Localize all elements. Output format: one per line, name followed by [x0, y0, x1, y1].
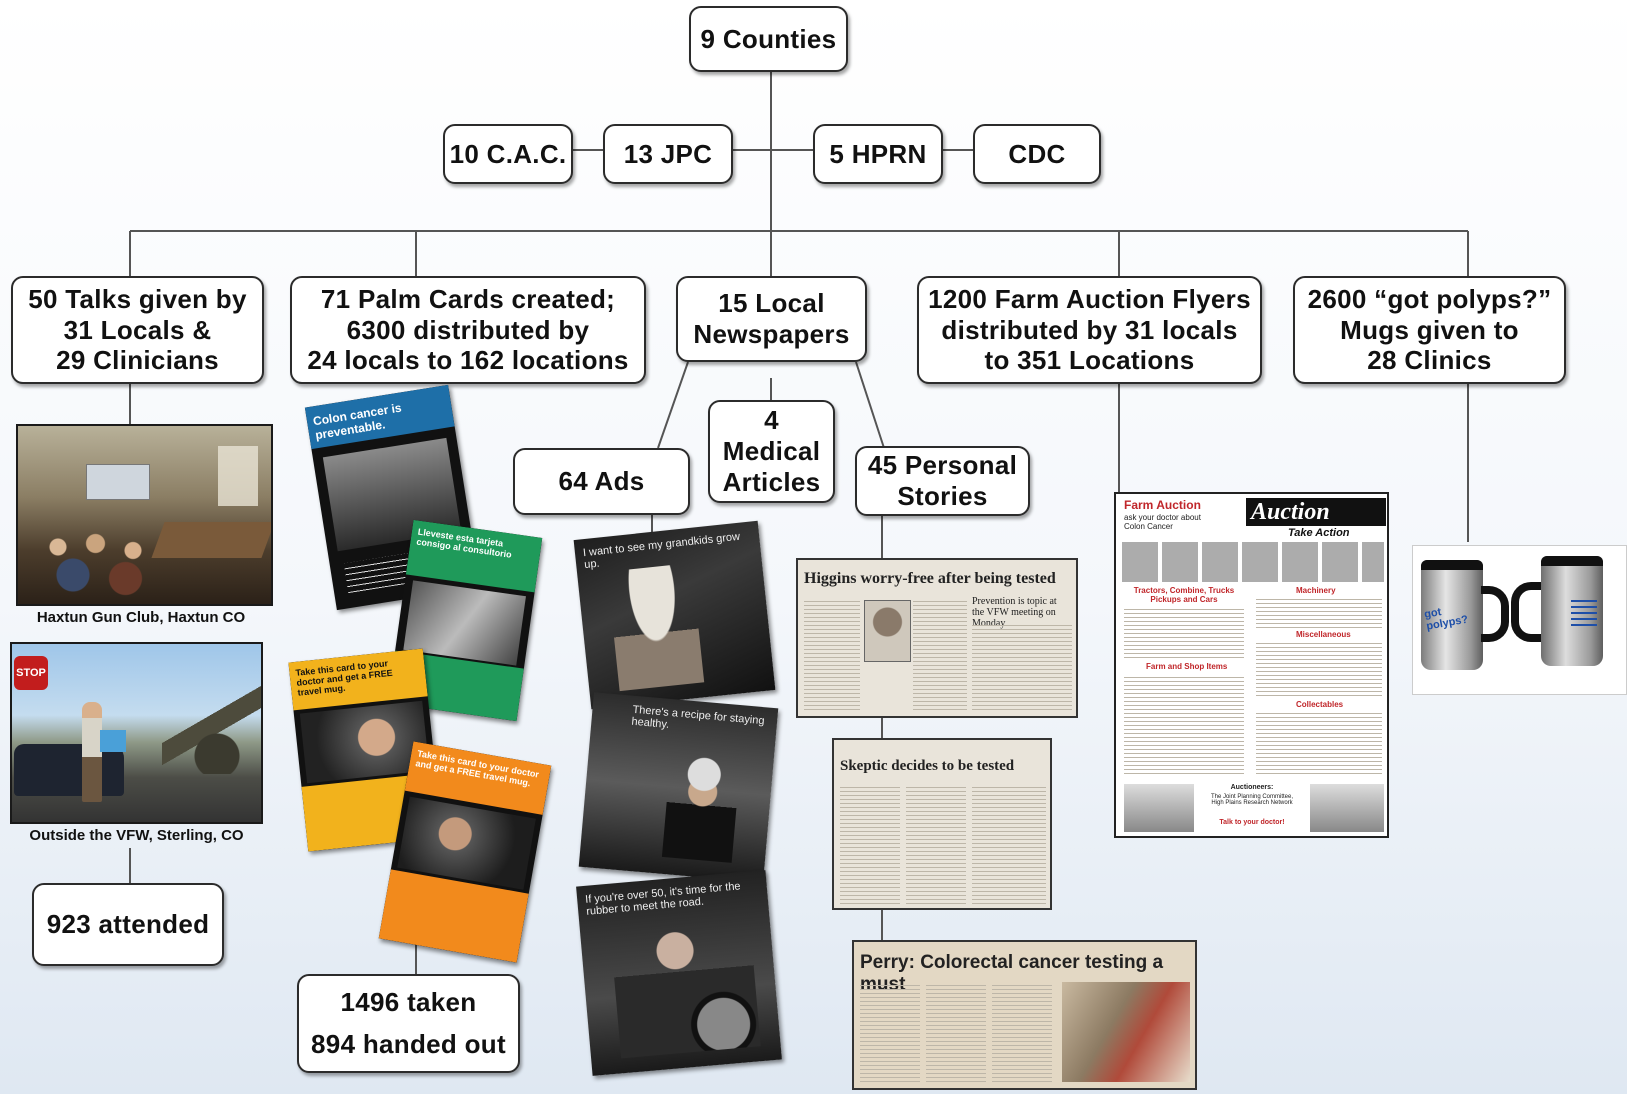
ad-rubber-road: If you're over 50, it's time for the rub…: [576, 870, 782, 1076]
clipping-higgins: Higgins worry-free after being tested Pr…: [796, 558, 1078, 718]
gun-club-caption: Haxtun Gun Club, Haxtun CO: [36, 609, 246, 626]
flyer-footer-title: Auctioneers:: [1230, 784, 1274, 791]
ad-recipe-text: There's a recipe for staying healthy.: [631, 703, 765, 731]
branch-newspapers-label: 15 Local Newspapers: [693, 288, 850, 349]
vfw-caption: Outside the VFW, Sterling, CO: [29, 827, 244, 844]
flyer-footer: The Joint Planning Committee, High Plain…: [1210, 794, 1294, 806]
flyer-footer-cta: Talk to your doctor!: [1219, 819, 1285, 826]
partner-cac: 10 C.A.C.: [443, 124, 573, 184]
node-attended-label: 923 attended: [46, 909, 210, 940]
branch-talks: 50 Talks given by 31 Locals & 29 Clinici…: [11, 276, 264, 384]
branch-talks-label: 50 Talks given by 31 Locals & 29 Clinici…: [28, 283, 247, 376]
branch-flyers-label: 1200 Farm Auction Flyers distributed by …: [928, 283, 1251, 376]
mugs-photo: got polyps?: [1412, 545, 1627, 695]
clipping-skeptic: Skeptic decides to be tested: [832, 738, 1052, 910]
node-taken: 1496 taken 894 handed out: [297, 974, 520, 1073]
node-ads: 64 Ads: [513, 448, 690, 515]
partner-label: 10 C.A.C.: [449, 138, 567, 169]
node-articles-label: 4 Medical Articles: [722, 405, 821, 497]
partner-cdc: CDC: [973, 124, 1101, 184]
node-taken-label: 1496 taken 894 handed out: [311, 986, 506, 1059]
window-glare: [218, 446, 258, 506]
cannon: [162, 684, 261, 774]
node-stories: 45 Personal Stories: [855, 446, 1030, 516]
branch-mugs-label: 2600 “got polyps?” Mugs given to 28 Clin…: [1307, 283, 1552, 376]
flyer-section-3: Farm and Shop Items: [1146, 662, 1228, 671]
auction-flyer: Farm Auction ask your doctor about Colon…: [1114, 492, 1389, 838]
clipping-higgins-photo: [864, 600, 911, 662]
clipping-higgins-headline: Higgins worry-free after being tested: [804, 570, 1056, 587]
flyer-section-4: Miscellaneous: [1296, 630, 1351, 639]
node-attended: 923 attended: [32, 883, 224, 966]
clipping-perry: Perry: Colorectal cancer testing a must: [852, 940, 1197, 1090]
branch-palm-cards-label: 71 Palm Cards created; 6300 distributed …: [307, 283, 629, 376]
audience: [28, 526, 178, 596]
partner-label: CDC: [1008, 138, 1066, 169]
branch-mugs: 2600 “got polyps?” Mugs given to 28 Clin…: [1293, 276, 1566, 384]
flyer-section-1: Tractors, Combine, Trucks Pickups and Ca…: [1133, 586, 1235, 604]
flyer-sub-left: ask your doctor about Colon Cancer: [1124, 513, 1201, 531]
partner-label: 5 HPRN: [829, 138, 927, 169]
flyer-section-2: Machinery: [1296, 586, 1336, 595]
car: [14, 744, 124, 796]
flyer-section-5: Collectables: [1296, 700, 1344, 709]
sign-board: [100, 730, 126, 752]
stop-sign: STOP: [14, 656, 48, 690]
flyer-subtitle: Take Action: [1288, 527, 1350, 539]
root-node: 9 Counties: [689, 6, 848, 72]
clipping-higgins-subhead: Prevention is topic at the VFW meeting o…: [972, 596, 1057, 629]
mug-right-handle: [1511, 582, 1541, 642]
partner-jpc: 13 JPC: [603, 124, 733, 184]
ad-grandkids: I want to see my grandkids grow up.: [573, 520, 776, 710]
ad-rubber-road-text: If you're over 50, it's time for the rub…: [584, 880, 742, 918]
mug-left-handle: [1481, 586, 1509, 642]
clipping-perry-photo: [1062, 982, 1190, 1082]
node-articles: 4 Medical Articles: [708, 400, 835, 503]
partner-hprn: 5 HPRN: [813, 124, 943, 184]
mug-text: got polyps?: [1423, 606, 1470, 633]
branch-flyers: 1200 Farm Auction Flyers distributed by …: [917, 276, 1262, 384]
vfw-photo: STOP: [10, 642, 263, 824]
mug-right: [1541, 556, 1603, 666]
node-ads-label: 64 Ads: [558, 466, 645, 497]
partner-label: 13 JPC: [623, 138, 713, 169]
flyer-title-left: Farm Auction: [1124, 498, 1201, 512]
branch-palm-cards: 71 Palm Cards created; 6300 distributed …: [290, 276, 646, 384]
gun-club-photo: [16, 424, 273, 606]
mug-left: got polyps?: [1421, 560, 1483, 670]
node-stories-label: 45 Personal Stories: [867, 450, 1018, 511]
root-label: 9 Counties: [700, 23, 837, 54]
clipping-skeptic-headline: Skeptic decides to be tested: [840, 758, 1015, 774]
projector-screen: [86, 464, 150, 500]
ad-recipe: There's a recipe for staying healthy.: [578, 692, 779, 883]
person: [82, 702, 102, 802]
flyer-title-right: Auction: [1251, 499, 1330, 525]
branch-newspapers: 15 Local Newspapers: [676, 276, 867, 362]
